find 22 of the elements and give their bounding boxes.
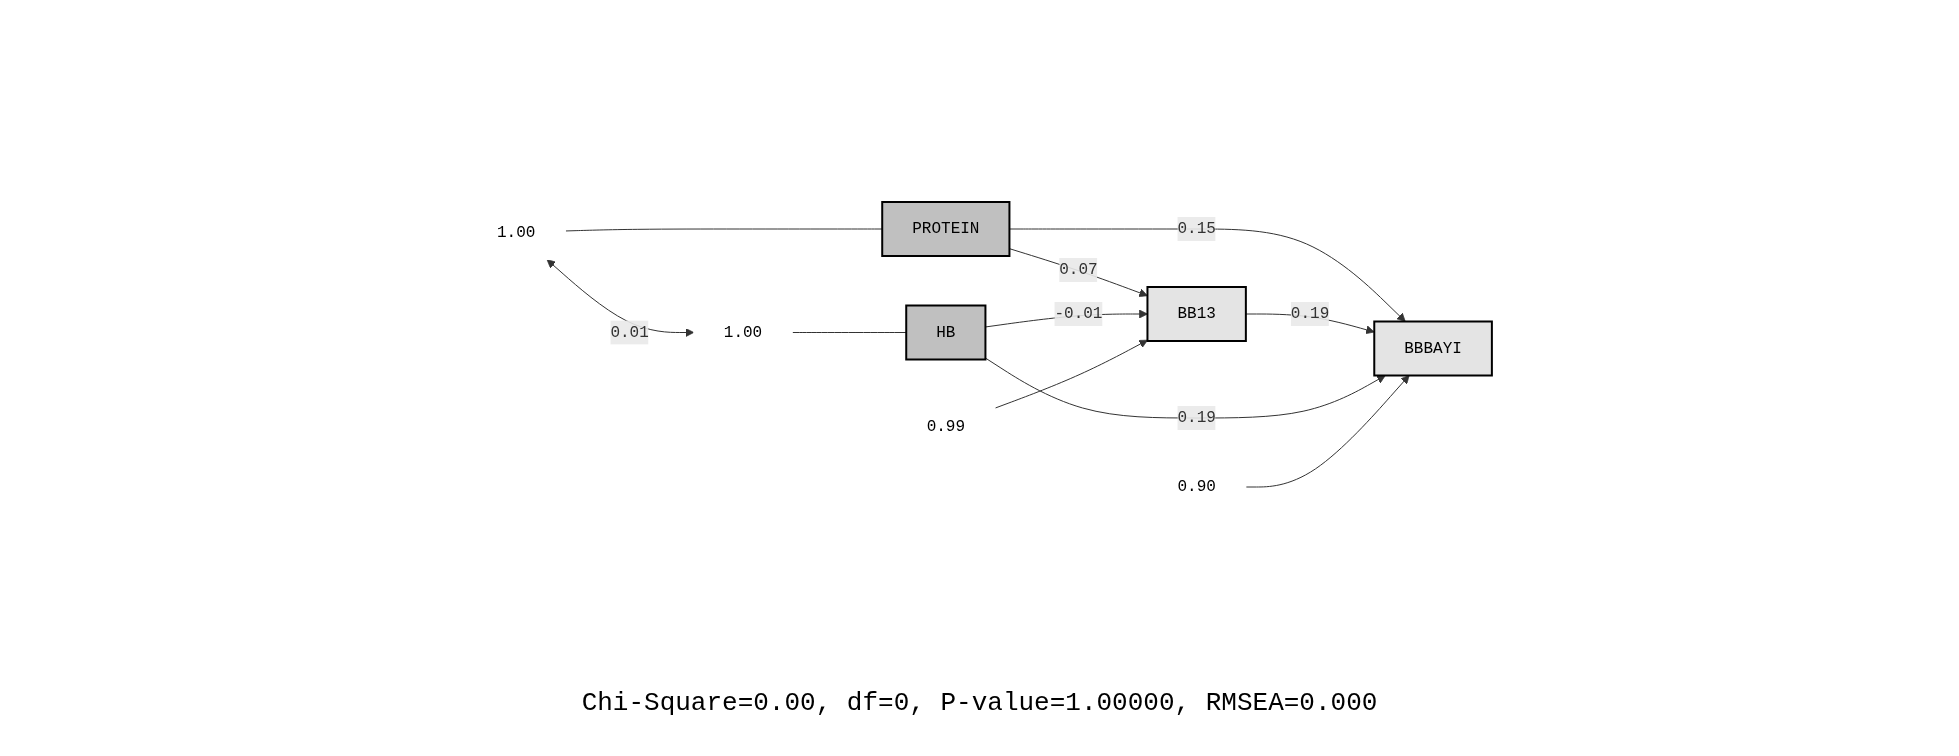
edge-label: 0.19 (1177, 409, 1216, 427)
arrow (1009, 228, 1406, 322)
edge-label: 0.01 (610, 323, 649, 342)
edge-label: -0.01 (1054, 305, 1103, 323)
node-box: BB13 (1146, 286, 1247, 342)
node-text: 1.00 (723, 323, 763, 342)
edge-label: 0.19 (1290, 305, 1330, 323)
node-text: 1.00 (497, 223, 536, 242)
arrow (985, 357, 1386, 419)
connector (564, 228, 883, 232)
arrow (994, 339, 1148, 409)
node-box: HB (905, 304, 987, 361)
edge-label: 0.07 (1059, 261, 1098, 279)
connector (791, 332, 907, 333)
node-box: PROTEIN (881, 201, 1011, 257)
edge-label: 0.15 (1177, 220, 1216, 238)
node-box: BBBAYI (1373, 320, 1493, 377)
fit-statistics-caption: Chi-Square=0.00, df=0, P-value=1.00000, RMSEA=0.000 (581, 688, 1378, 718)
node-text: 0.90 (1177, 478, 1216, 496)
arrow (1009, 248, 1148, 298)
arrow (1245, 375, 1410, 488)
node-text: 0.99 (926, 417, 966, 436)
